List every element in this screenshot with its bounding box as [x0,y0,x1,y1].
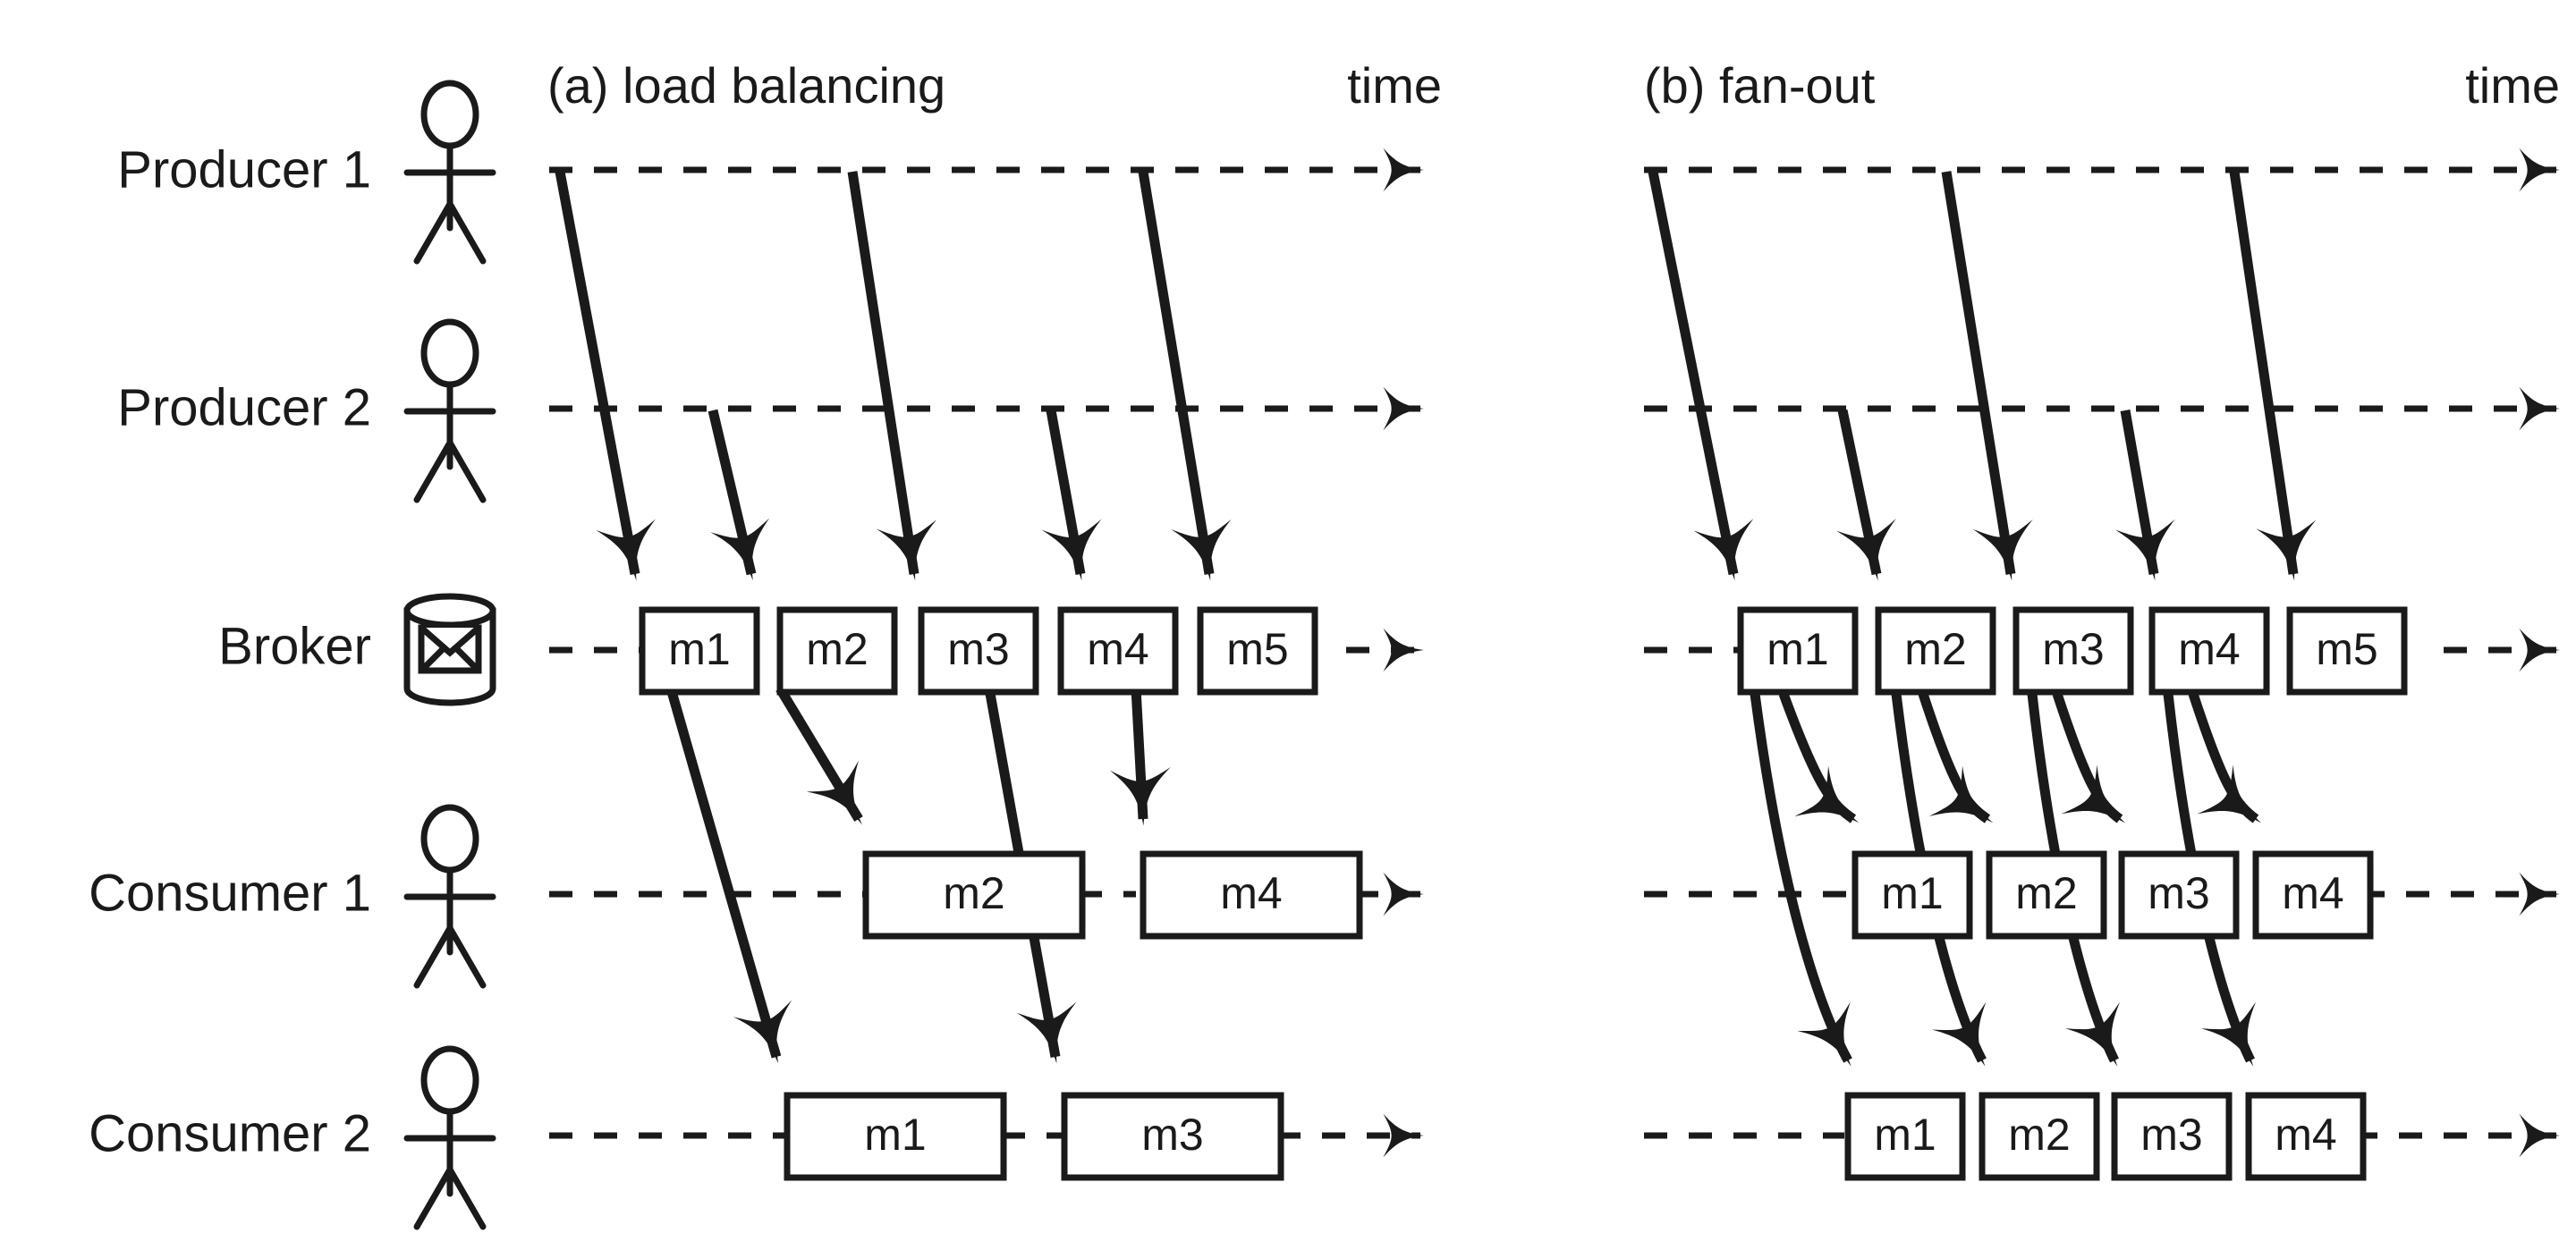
flow-a-p1-m1 [555,170,657,581]
broker-message-label: m4 [2178,624,2240,674]
flow-a-m2-to-consumer1 [775,686,863,825]
broker-message-label: m1 [1767,624,1828,674]
flow-b-m3-to-consumer1 [2052,692,2126,823]
broker-message-box-a-0[interactable]: m1 [639,606,760,696]
broker-message-label: m1 [668,624,730,674]
row-label-producer2: Producer 2 [117,378,371,436]
broker-message-label: m2 [1904,624,1966,674]
broker-message-box-b-1[interactable]: m2 [1875,606,1996,696]
flow-b-p1-m3 [1941,171,2033,581]
panel-a-title: (a) load balancing [547,57,945,114]
panel-a-time-label: time [1347,57,1442,114]
consumer1-message-box-a-1[interactable]: m4 [1140,850,1363,940]
flow-b-m1-to-consumer1 [1778,692,1860,823]
flow-a-m1-to-consumer2 [665,687,792,1064]
broker-message-box-a-1[interactable]: m2 [776,606,898,696]
consumer2-message-label: m1 [864,1110,926,1160]
consumer2-message-label: m1 [1874,1110,1936,1160]
broker-message-box-b-3[interactable]: m4 [2148,606,2270,696]
consumer1-message-label: m4 [1220,868,1282,918]
panel-b: m1 m2 m3 m4 m5 m1 [1644,148,2560,1181]
broker-message-label: m5 [1226,624,1288,674]
broker-message-label: m4 [1087,624,1148,674]
consumer2-message-box-b-1[interactable]: m2 [1979,1092,2100,1181]
flow-a-p1-m3 [847,171,937,581]
flow-a-p2-m4 [1041,410,1102,581]
flow-b-m2-to-consumer1 [1918,692,1994,823]
stick-figure-icon-producer2 [403,318,496,503]
flow-a-p1-m5 [1138,171,1232,581]
database-envelope-icon-broker [403,593,496,706]
panel-a: m1 m2 m3 m4 m5 m2 [549,148,1424,1181]
consumer2-message-label: m4 [2275,1110,2336,1160]
flow-a-p2-m2 [708,409,770,581]
broker-message-label: m2 [806,624,868,674]
stick-figure-icon-consumer2 [403,1045,496,1230]
broker-message-label: m3 [2042,624,2104,674]
broker-message-box-b-2[interactable]: m3 [2012,606,2134,696]
flow-b-m1-to-consumer2 [1750,693,1852,1067]
consumer1-message-label: m1 [1881,868,1943,918]
consumer2-message-box-a-1[interactable]: m3 [1061,1092,1284,1181]
consumer1-message-box-b-3[interactable]: m4 [2252,850,2374,940]
consumer1-message-box-b-0[interactable]: m1 [1852,850,1973,940]
consumer1-message-label: m3 [2148,868,2209,918]
flow-b-p2-m2 [1836,409,1896,581]
flow-b-p1-m1 [1648,170,1754,581]
broker-message-label: m5 [2316,624,2377,674]
broker-message-box-b-0[interactable]: m1 [1737,606,1859,696]
broker-message-box-a-4[interactable]: m5 [1197,606,1318,696]
row-label-consumer2: Consumer 2 [89,1104,371,1162]
consumer2-message-box-b-3[interactable]: m4 [2245,1092,2367,1181]
panel-b-title: (b) fan-out [1644,57,1876,114]
broker-message-label: m3 [947,624,1009,674]
broker-message-box-a-2[interactable]: m3 [918,606,1039,696]
consumer2-message-box-b-2[interactable]: m3 [2111,1092,2233,1181]
consumer1-message-box-a-0[interactable]: m2 [862,850,1086,940]
consumer1-message-box-b-2[interactable]: m3 [2118,850,2240,940]
flow-b-p2-m4 [2114,410,2175,581]
consumer1-message-label: m4 [2282,868,2343,918]
consumer2-message-label: m2 [2008,1110,2070,1160]
flow-b-m4-to-consumer1 [2188,692,2262,823]
consumer2-message-label: m3 [2140,1110,2202,1160]
row-label-consumer1: Consumer 1 [89,864,371,922]
consumer1-message-box-b-1[interactable]: m2 [1986,850,2107,940]
broker-message-box-a-3[interactable]: m4 [1057,606,1179,696]
panel-b-time-label: time [2465,57,2560,114]
consumer1-message-label: m2 [2015,868,2077,918]
consumer2-message-box-a-0[interactable]: m1 [784,1092,1007,1181]
flow-b-p1-m5 [2229,171,2317,581]
flow-a-m4-to-consumer1 [1109,688,1171,826]
stick-figure-icon-consumer1 [403,804,496,989]
consumer1-message-label: m2 [943,868,1004,918]
consumer2-message-label: m3 [1141,1110,1203,1160]
stick-figure-icon-producer1 [403,80,496,265]
row-label-producer1: Producer 1 [117,140,371,198]
row-label-broker: Broker [218,617,371,675]
broker-message-box-b-4[interactable]: m5 [2286,606,2408,696]
consumer2-message-box-b-0[interactable]: m1 [1844,1092,1966,1181]
